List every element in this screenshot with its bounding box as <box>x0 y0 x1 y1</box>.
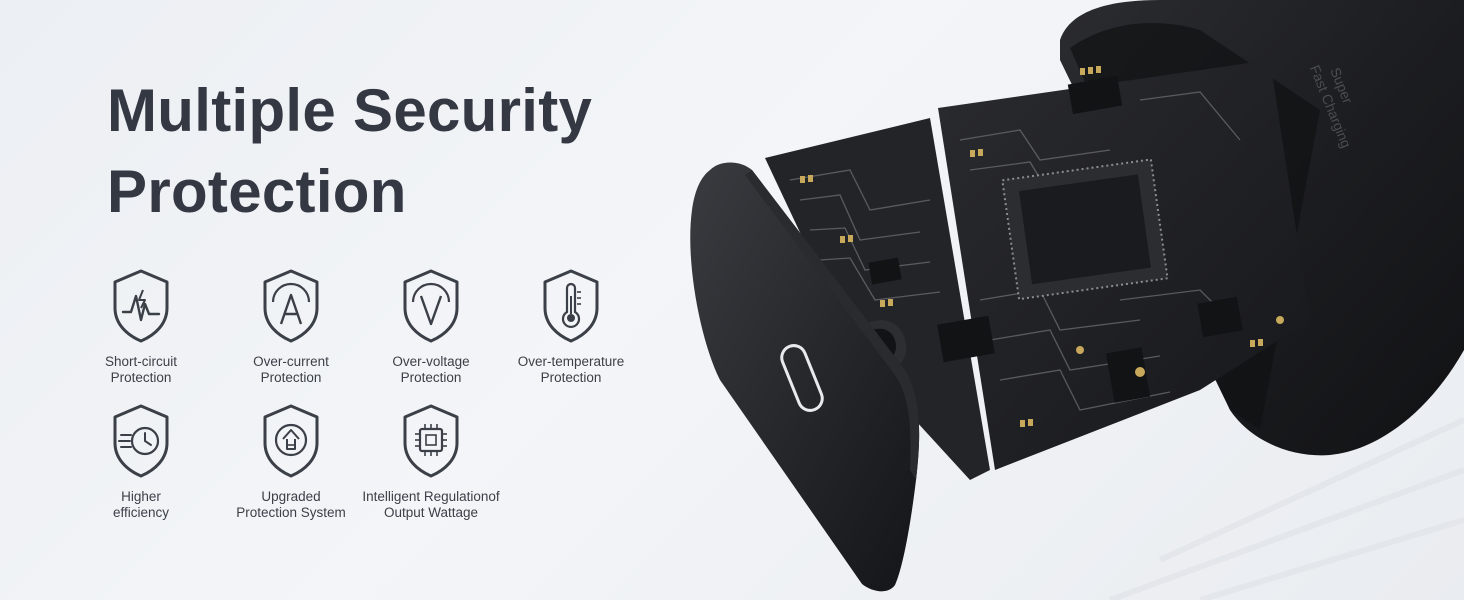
feature-higher-efficiency: Higher efficiency <box>61 403 221 521</box>
feature-over-temperature: Over-temperature Protection <box>491 268 651 386</box>
shield-chip-icon <box>403 404 459 478</box>
pcb-front <box>765 118 990 480</box>
shield-upgrade-icon <box>263 404 319 478</box>
charger-end-cap <box>690 162 920 592</box>
charger-illustration: Super Fast Charging <box>690 0 1464 600</box>
feature-label: Higher efficiency <box>112 489 170 520</box>
feature-label: Upgraded Protection System <box>236 489 346 520</box>
page-title: Multiple Security Protection <box>107 70 592 232</box>
feature-short-circuit: Short-circuit Protection <box>61 268 221 386</box>
feature-label: Intelligent Regulationof Output Wattage <box>362 489 500 520</box>
shield-voltage-icon <box>403 269 459 343</box>
feature-label: Over-voltage Protection <box>392 354 470 385</box>
title-line-1: Multiple Security <box>107 77 593 144</box>
shield-current-icon <box>263 269 319 343</box>
shield-lightning-icon <box>113 269 169 343</box>
feature-over-current: Over-current Protection <box>211 268 371 386</box>
feature-upgraded-protection: Upgraded Protection System <box>211 403 371 521</box>
feature-intelligent-regulation: Intelligent Regulationof Output Wattage <box>351 403 511 521</box>
feature-label: Over-temperature Protection <box>517 354 625 385</box>
shield-clock-icon <box>113 404 169 478</box>
usb-port-slot <box>780 344 824 412</box>
feature-label: Short-circuit Protection <box>104 354 177 385</box>
shield-thermometer-icon <box>543 269 599 343</box>
feature-label: Over-current Protection <box>253 354 329 385</box>
feature-over-voltage: Over-voltage Protection <box>351 268 511 386</box>
title-line-2: Protection <box>107 158 407 225</box>
processor-chip <box>1001 158 1169 301</box>
